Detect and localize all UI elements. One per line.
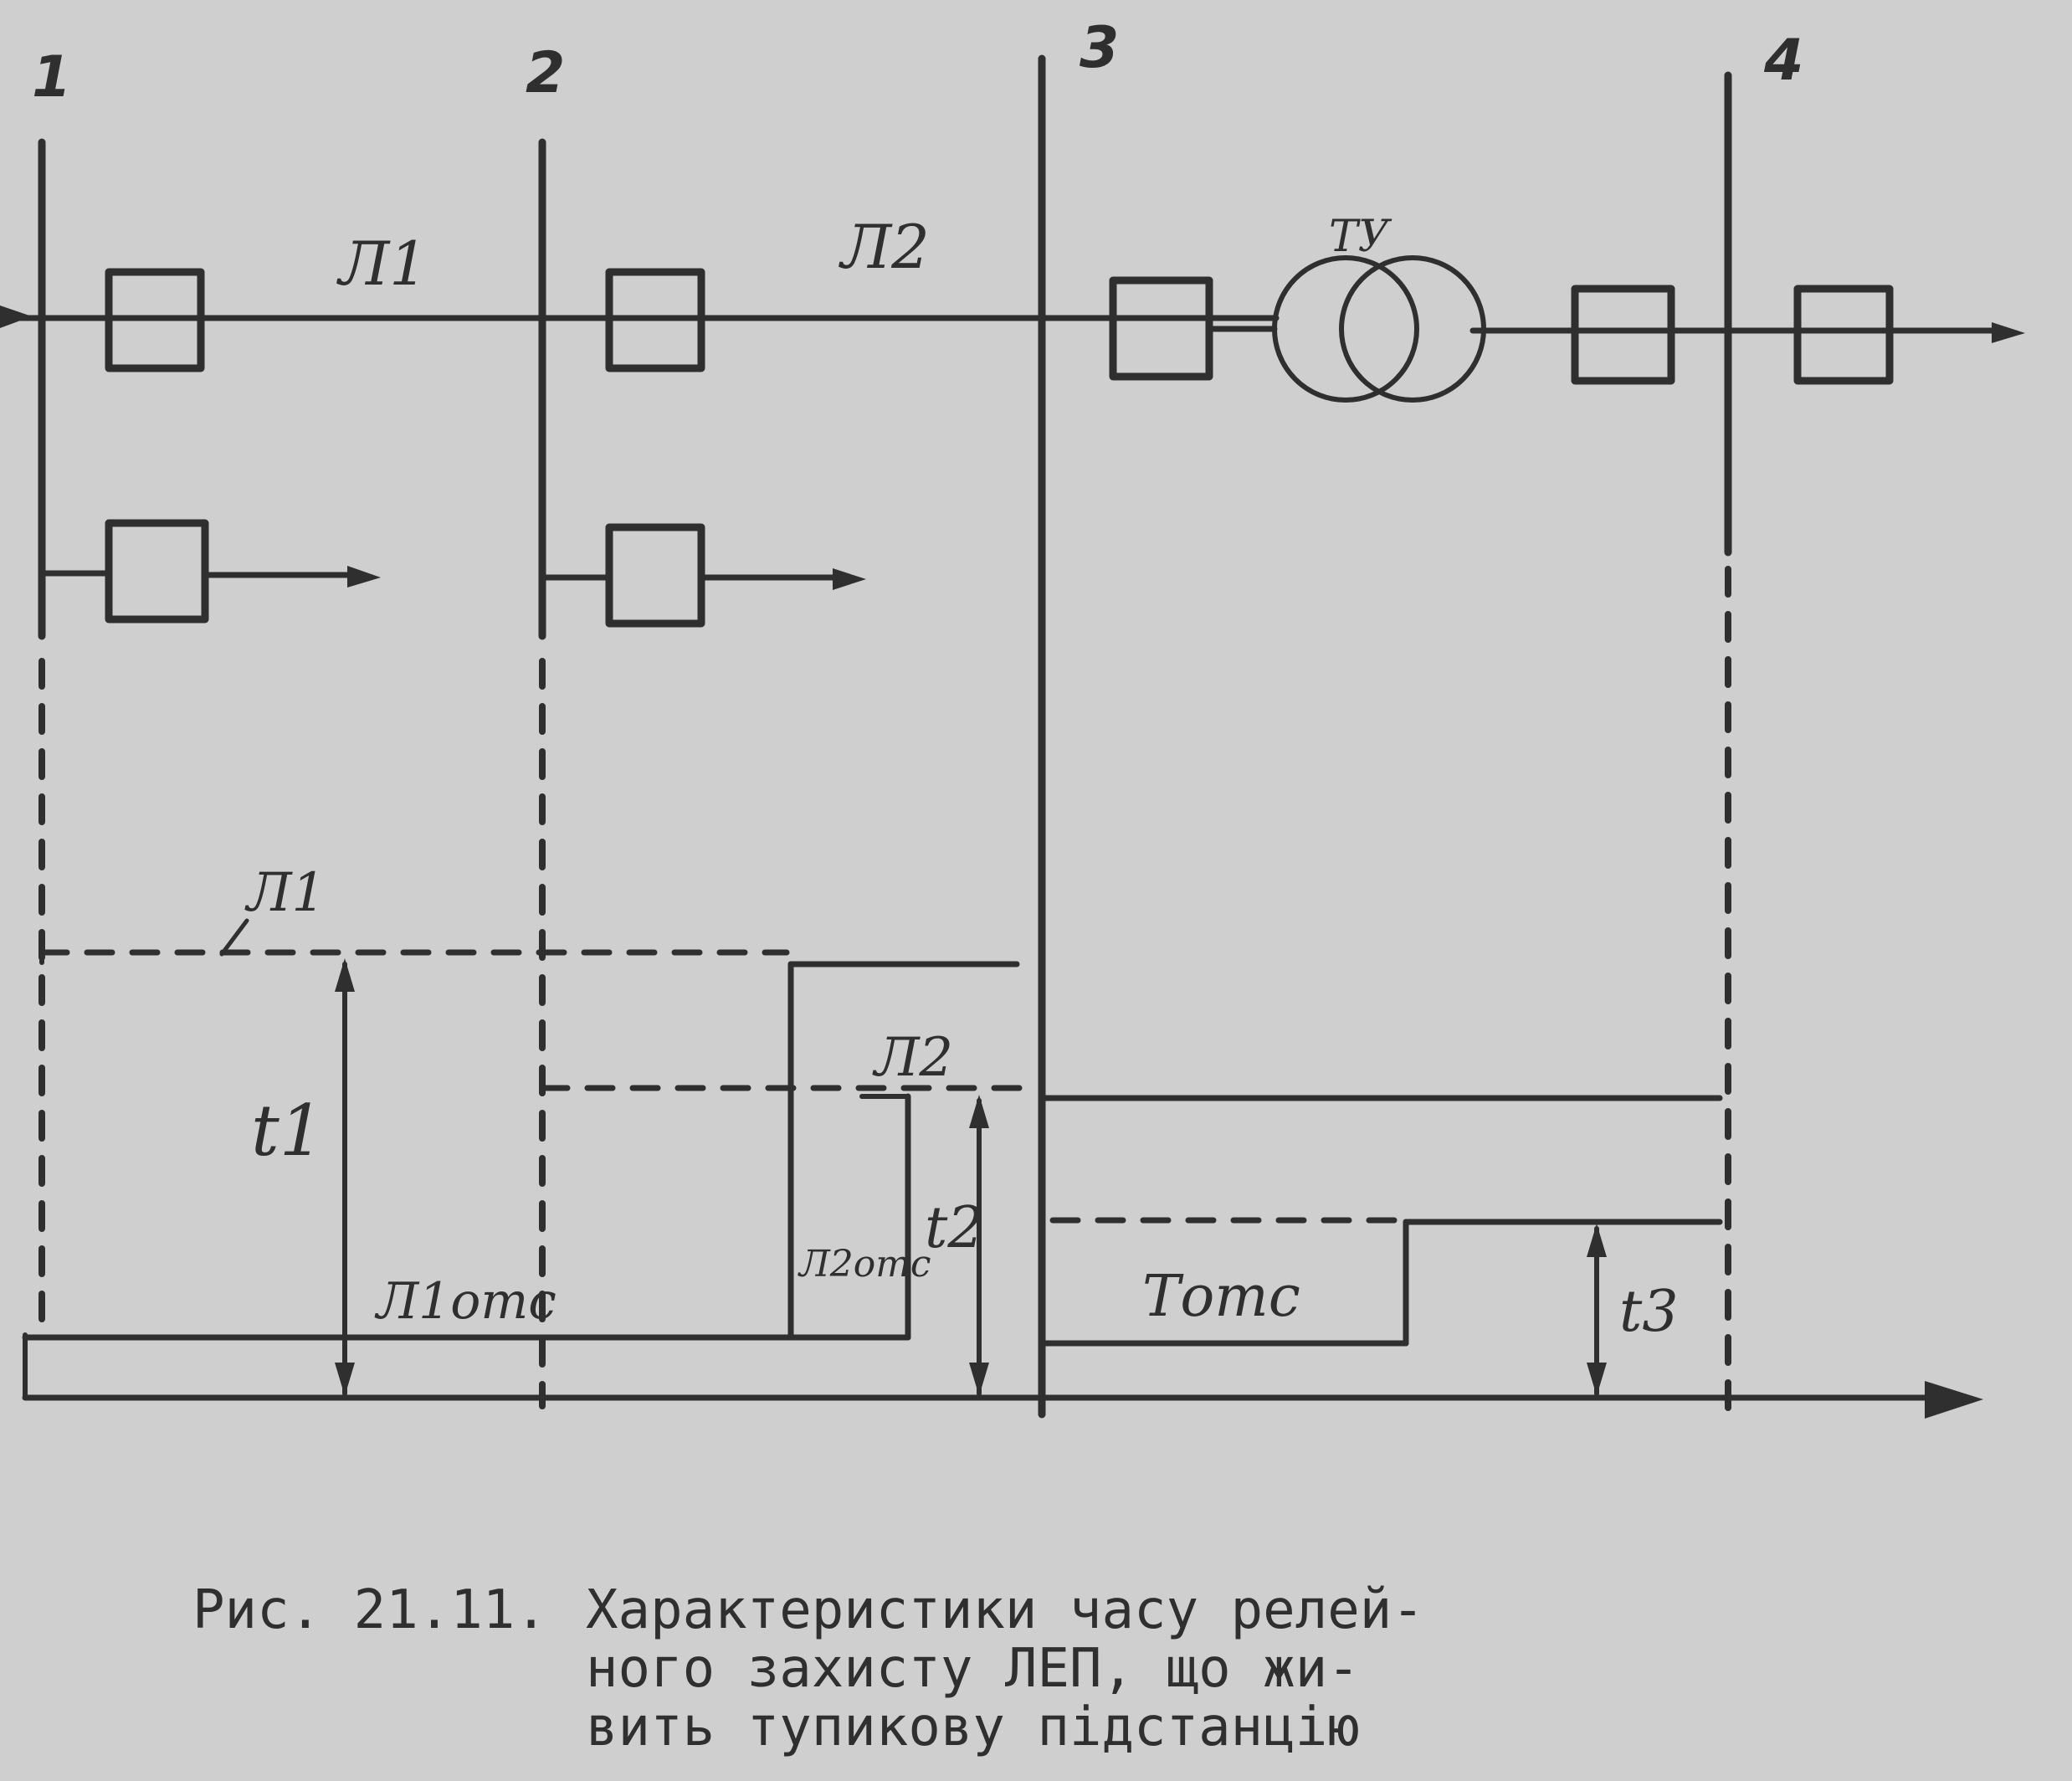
l2-cutoff-label: Л2отс [798,1243,931,1286]
breakers [105,268,1894,385]
branch-feeders [38,519,866,628]
characteristic-l2: Л2 Л2отс [539,1027,1033,1341]
bus-label-1: 1 [32,44,71,110]
breaker-outgoing [1793,285,1894,385]
input-arrow-icon [0,305,32,328]
bus-labels: 1 2 3 4 [32,15,1803,110]
feeder-1-arrow-icon [347,566,381,588]
t3-arrow-down-icon [1587,1363,1607,1396]
bus-label-4: 4 [1763,28,1803,94]
t2-arrow-down-icon [969,1363,989,1396]
caption-figure-number: Рис. 21.11. [192,1579,547,1641]
t3-arrow-up-icon [1587,1224,1607,1257]
t1-arrow-down-icon [335,1363,355,1396]
output-arrow-icon [1992,322,2025,343]
breaker-l1 [105,268,205,372]
transformer-winding-1 [1272,255,1419,403]
line-label-l2: Л2 [839,212,930,282]
time-axis [22,1332,1983,1419]
transformer-winding-2 [1339,255,1486,403]
axis-arrow-icon [1925,1381,1983,1419]
breaker-feeder-1 [105,519,209,624]
breaker-l2 [605,268,705,372]
t3-label: t3 [1619,1279,1679,1345]
breaker-feeder-2 [605,523,705,628]
line-labels: Л1 Л2 [336,212,930,299]
main-line [0,305,2025,343]
transformer: ТУ [1206,212,1486,403]
t2-label: t2 [925,1195,984,1261]
l2-char-label: Л2 [872,1027,953,1089]
figure-caption: Рис. 21.11. Характеристики часу релей- н… [192,1579,1424,1758]
characteristic-l1: Л1 Л1отс [22,862,1020,1341]
t-cutoff-label: Тотс [1142,1264,1300,1330]
bus-bars [38,54,1732,1419]
dimension-t3: t3 [1587,1224,1679,1396]
t1-arrow-up-icon [335,958,355,992]
caption-line-1: Характеристики часу релей- [586,1579,1424,1641]
l1-char-label: Л1 [244,862,326,924]
line-label-l1: Л1 [336,228,428,299]
bus-label-3: 3 [1080,15,1119,81]
caption-line-3: вить тупикову підстанцію [586,1696,1360,1758]
breaker-transformer-lv [1571,285,1675,385]
dimension-t2: t2 [925,1095,989,1396]
breaker-transformer-hv [1109,276,1213,381]
l1-cutoff-label: Л1отс [374,1272,556,1331]
t2-arrow-up-icon [969,1095,989,1128]
caption-line-2: ного захисту ЛЕП, що жи- [586,1638,1360,1700]
t1-label: t1 [251,1090,324,1172]
transformer-label: ТУ [1329,212,1392,262]
dimension-t1: t1 [251,958,355,1396]
characteristic-transformer: Тотс [1039,1095,1723,1347]
l1-label-leader [219,918,249,957]
bus-label-2: 2 [526,40,565,106]
bus-projections [38,566,1731,1418]
feeder-2-arrow-icon [833,568,866,590]
